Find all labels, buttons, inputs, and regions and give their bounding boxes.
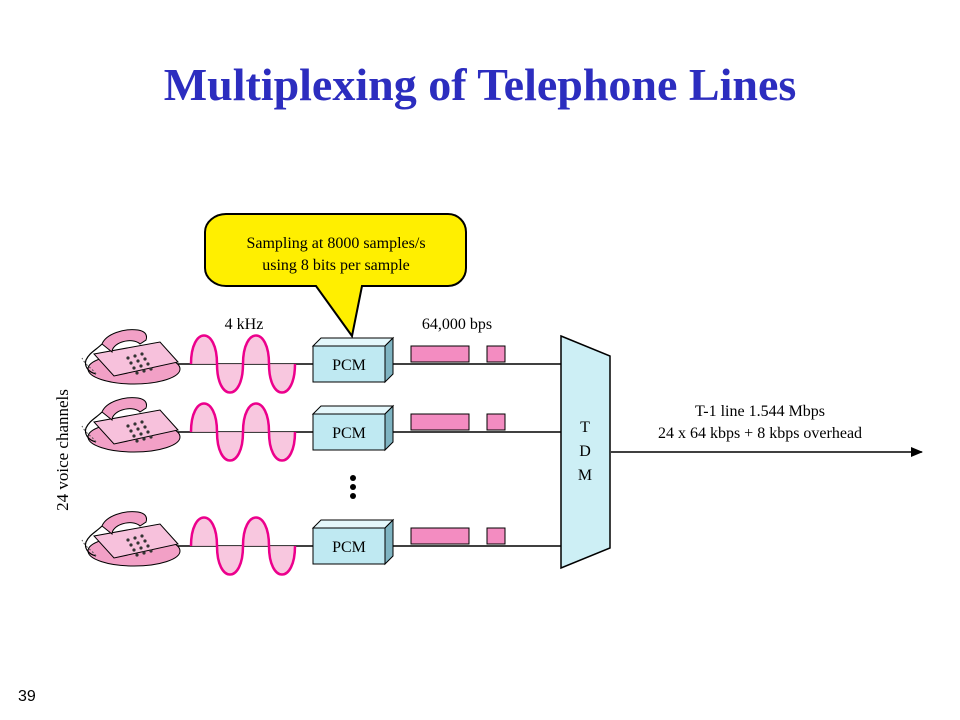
analog-signal-wave (189, 402, 297, 462)
voice-channels-label: 24 voice channels (53, 389, 72, 511)
tdm-letter-m: M (578, 467, 592, 484)
slide-title: Multiplexing of Telephone Lines (163, 59, 797, 110)
frequency-label: 4 kHz (225, 316, 264, 333)
telephone-icon (81, 329, 181, 385)
digital-pulses (410, 527, 506, 545)
channel-row: PCM (81, 397, 562, 462)
output-label-line-1: T-1 line 1.544 Mbps (695, 403, 825, 420)
channel-row: PCM (81, 329, 562, 394)
bitrate-label: 64,000 bps (422, 316, 492, 333)
digital-pulses (410, 413, 506, 431)
ellipsis-dots (350, 475, 356, 499)
tdm-letter-t: T (580, 419, 590, 436)
pcm-label: PCM (332, 357, 366, 374)
page-number: 39 (18, 688, 36, 705)
callout-line-1: Sampling at 8000 samples/s (246, 235, 425, 252)
pcm-label: PCM (332, 539, 366, 556)
tdm-multiplexer: T D M (560, 334, 611, 570)
channel-row: PCM (81, 511, 562, 576)
analog-signal-wave (189, 334, 297, 394)
sampling-callout: Sampling at 8000 samples/s using 8 bits … (204, 213, 467, 339)
telephone-icon (81, 511, 181, 567)
output-label-line-2: 24 x 64 kbps + 8 kbps overhead (658, 425, 862, 442)
pcm-label: PCM (332, 425, 366, 442)
analog-signal-wave (189, 516, 297, 576)
telephone-icon (81, 397, 181, 453)
digital-pulses (410, 345, 506, 363)
tdm-letter-d: D (579, 443, 591, 460)
callout-line-2: using 8 bits per sample (262, 257, 410, 274)
